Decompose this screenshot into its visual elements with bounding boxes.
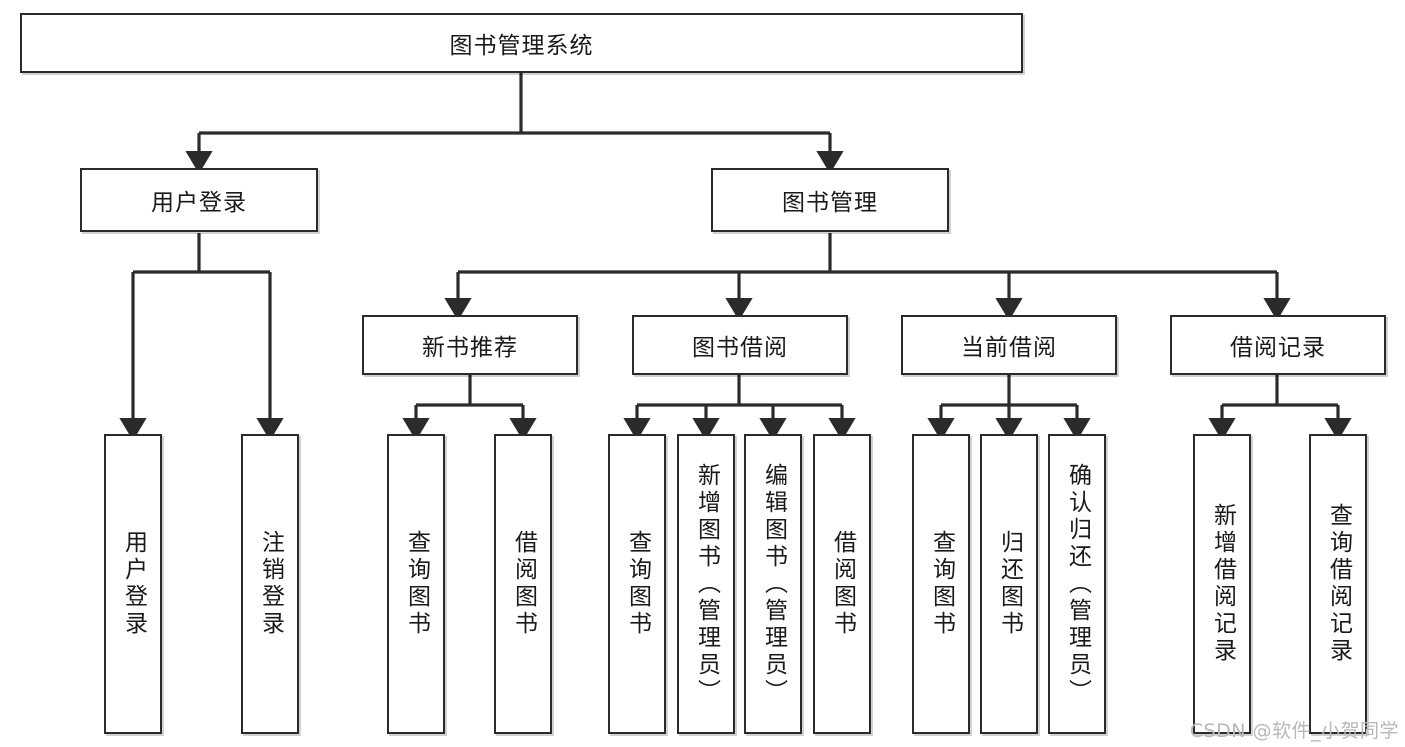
node-leaf-borrow-book-a[interactable]: 借阅图书 <box>494 434 552 734</box>
node-leaf-query-book-b[interactable]: 查询图书 <box>608 434 666 734</box>
node-leaf-query-borrow-record[interactable]: 查询借阅记录 <box>1309 434 1367 734</box>
node-root-label: 图书管理系统 <box>449 33 594 59</box>
node-leaf-query-book-c[interactable]: 查询图书 <box>912 434 970 734</box>
node-borrow-record-label: 借阅记录 <box>1230 335 1326 361</box>
node-leaf-logout[interactable]: 注销登录 <box>241 434 299 734</box>
node-root[interactable]: 图书管理系统 <box>20 13 1023 73</box>
node-book-management[interactable]: 图书管理 <box>711 168 949 232</box>
node-leaf-confirm-return-admin-label: 确认归还（管理员） <box>1064 462 1091 706</box>
node-leaf-edit-book-admin-label: 编辑图书（管理员） <box>760 462 787 706</box>
node-leaf-logout-label: 注销登录 <box>257 530 284 638</box>
watermark-text: CSDN @软件_小贺同学 <box>1189 720 1399 742</box>
node-book-borrow-label: 图书借阅 <box>692 335 788 361</box>
node-leaf-borrow-book-b[interactable]: 借阅图书 <box>813 434 871 734</box>
node-borrow-record[interactable]: 借阅记录 <box>1170 315 1386 375</box>
node-leaf-user-login[interactable]: 用户登录 <box>104 434 162 734</box>
node-login-label: 用户登录 <box>151 190 247 216</box>
node-book-management-label: 图书管理 <box>782 190 878 216</box>
node-current-borrow-label: 当前借阅 <box>961 335 1057 361</box>
node-leaf-query-borrow-record-label: 查询借阅记录 <box>1325 503 1352 665</box>
node-leaf-return-book-label: 归还图书 <box>996 530 1023 638</box>
node-book-borrow[interactable]: 图书借阅 <box>632 315 848 375</box>
node-leaf-add-book-admin[interactable]: 新增图书（管理员） <box>677 434 735 734</box>
node-current-borrow[interactable]: 当前借阅 <box>901 315 1117 375</box>
node-leaf-query-book-b-label: 查询图书 <box>624 530 651 638</box>
node-leaf-query-book-a[interactable]: 查询图书 <box>387 434 445 734</box>
node-leaf-confirm-return-admin[interactable]: 确认归还（管理员） <box>1048 434 1106 734</box>
node-leaf-add-book-admin-label: 新增图书（管理员） <box>693 462 720 706</box>
node-leaf-add-borrow-record[interactable]: 新增借阅记录 <box>1193 434 1251 734</box>
node-leaf-borrow-book-b-label: 借阅图书 <box>829 530 856 638</box>
node-leaf-edit-book-admin[interactable]: 编辑图书（管理员） <box>744 434 802 734</box>
node-new-book-recommend-label: 新书推荐 <box>422 335 518 361</box>
node-leaf-add-borrow-record-label: 新增借阅记录 <box>1209 503 1236 665</box>
node-leaf-user-login-label: 用户登录 <box>120 530 147 638</box>
node-leaf-return-book[interactable]: 归还图书 <box>980 434 1038 734</box>
node-leaf-query-book-c-label: 查询图书 <box>928 530 955 638</box>
node-leaf-query-book-a-label: 查询图书 <box>403 530 430 638</box>
node-new-book-recommend[interactable]: 新书推荐 <box>362 315 578 375</box>
node-leaf-borrow-book-a-label: 借阅图书 <box>510 530 537 638</box>
node-login[interactable]: 用户登录 <box>80 168 318 232</box>
